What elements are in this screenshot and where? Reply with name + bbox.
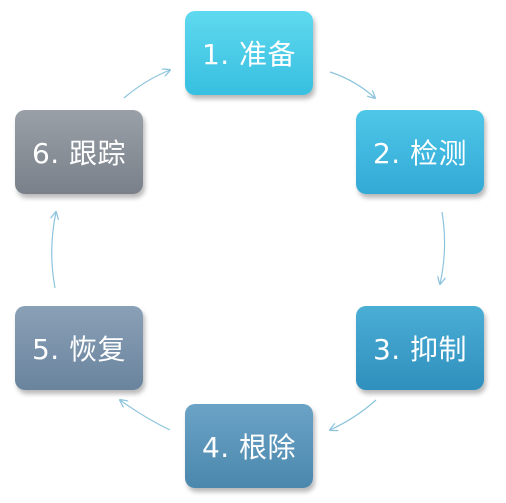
arrow-4-to-5 xyxy=(120,400,171,431)
step-recover: 5. 恢复 xyxy=(15,306,143,390)
step-detect-label: 2. 检测 xyxy=(372,137,468,170)
step-eradicate-label: 4. 根除 xyxy=(201,431,297,464)
step-eradicate: 4. 根除 xyxy=(185,404,313,488)
step-recover-label: 5. 恢复 xyxy=(31,333,127,366)
arrow-3-to-4 xyxy=(330,399,377,430)
step-contain: 3. 抑制 xyxy=(356,306,484,390)
arrow-1-to-2 xyxy=(329,71,375,98)
arrow-5-to-6 xyxy=(52,212,56,289)
arrow-2-to-3 xyxy=(440,211,445,284)
step-prepare: 1. 准备 xyxy=(185,11,313,95)
step-track: 6. 跟踪 xyxy=(15,110,143,194)
step-track-label: 6. 跟踪 xyxy=(31,137,127,170)
step-prepare-label: 1. 准备 xyxy=(201,38,297,71)
arrow-6-to-1 xyxy=(123,70,170,99)
step-detect: 2. 检测 xyxy=(356,110,484,194)
step-contain-label: 3. 抑制 xyxy=(372,333,468,366)
